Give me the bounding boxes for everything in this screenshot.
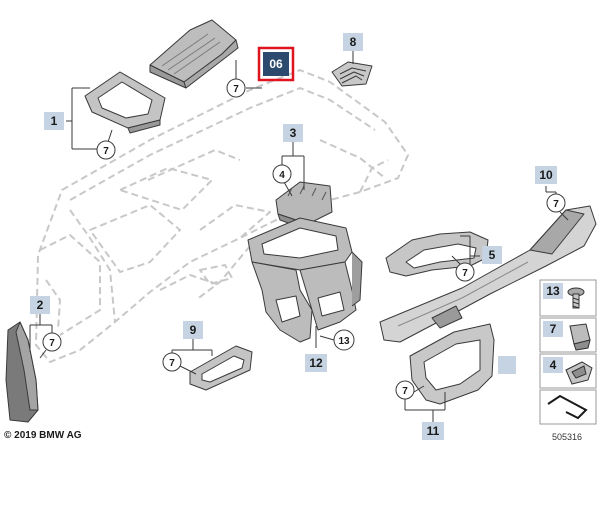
callout-9-label: 9	[190, 323, 197, 337]
callout-3[interactable]: 3	[283, 124, 303, 142]
legend-row-7[interactable]: 7	[543, 321, 591, 351]
circle-7-frame[interactable]: 7	[96, 140, 116, 160]
callout-11[interactable]: 11	[422, 422, 444, 440]
fastener-legend: 13 7 4	[539, 279, 597, 425]
clip-icon	[569, 323, 591, 351]
circle-7-side-trim-label: 7	[49, 338, 55, 349]
callout-06-highlighted[interactable]: 06	[257, 46, 295, 82]
circle-7-upper-trim[interactable]: 7	[455, 262, 475, 282]
circle-7-decor-strip-label: 7	[553, 199, 559, 210]
decor-strip-part	[379, 205, 597, 343]
legend-7-label: 7	[550, 322, 557, 336]
callout-10[interactable]: 10	[535, 166, 557, 184]
callout-1-label: 1	[51, 114, 58, 128]
callout-3-label: 3	[290, 126, 297, 140]
callout-5[interactable]: 5	[482, 246, 502, 264]
circle-callouts: 7 7 7 7 7 7 7 4	[42, 78, 566, 400]
callout-empty	[498, 356, 516, 374]
cable-tie-icon	[547, 394, 588, 420]
circle-13-frame[interactable]: 13	[333, 329, 355, 351]
side-vent-part	[331, 61, 373, 87]
lower-centre-trim-part	[409, 323, 495, 405]
legend-row-cable-tie[interactable]	[547, 394, 588, 420]
circle-7-lower-trim-label: 7	[402, 386, 408, 397]
legend-row-13[interactable]: 13	[543, 283, 585, 309]
diagram-id: 505316	[552, 432, 583, 442]
callout-1[interactable]: 1	[44, 112, 64, 130]
circle-4-bracket[interactable]: 4	[272, 164, 292, 184]
circle-4-bracket-label: 4	[279, 170, 285, 181]
bracket-clip-icon	[565, 361, 593, 385]
callout-8[interactable]: 8	[343, 33, 363, 51]
callout-06-label: 06	[269, 57, 283, 71]
legend-4-label: 4	[550, 358, 557, 372]
callout-2-label: 2	[37, 298, 44, 312]
circle-7-decor-strip[interactable]: 7	[546, 193, 566, 213]
legend-row-4[interactable]: 4	[543, 357, 593, 385]
circle-13-frame-label: 13	[338, 336, 350, 347]
screw-icon	[567, 287, 585, 309]
legend-13-label: 13	[546, 284, 560, 298]
callout-8-label: 8	[350, 35, 357, 49]
circle-7-upper-trim-label: 7	[462, 268, 468, 279]
circle-7-cover-label: 7	[233, 84, 239, 95]
callout-10-label: 10	[539, 168, 553, 182]
circle-7-small-trim[interactable]: 7	[162, 352, 182, 372]
copyright-text: © 2019 BMW AG	[4, 430, 82, 441]
callout-labels: 1 2 3 5 8 9 10 11	[30, 33, 557, 440]
circle-7-small-trim-label: 7	[169, 358, 175, 369]
circle-7-lower-trim[interactable]: 7	[395, 380, 415, 400]
side-trim-part	[5, 321, 39, 423]
callout-12-label: 12	[309, 356, 323, 370]
callout-12[interactable]: 12	[305, 354, 327, 372]
dashboard-outline	[35, 69, 409, 363]
callout-11-label: 11	[427, 424, 440, 438]
callout-9[interactable]: 9	[183, 321, 203, 339]
instrument-cover-part	[149, 19, 239, 89]
callout-2[interactable]: 2	[30, 296, 50, 314]
instrument-frame-part	[84, 71, 166, 134]
callout-5-label: 5	[489, 248, 496, 262]
leader-lines	[29, 49, 569, 422]
circle-7-frame-label: 7	[103, 146, 109, 157]
circle-7-side-trim[interactable]: 7	[42, 332, 62, 352]
centre-frame-part	[247, 217, 363, 343]
circle-7-cover[interactable]: 7	[226, 78, 246, 98]
small-trim-part	[189, 345, 253, 391]
